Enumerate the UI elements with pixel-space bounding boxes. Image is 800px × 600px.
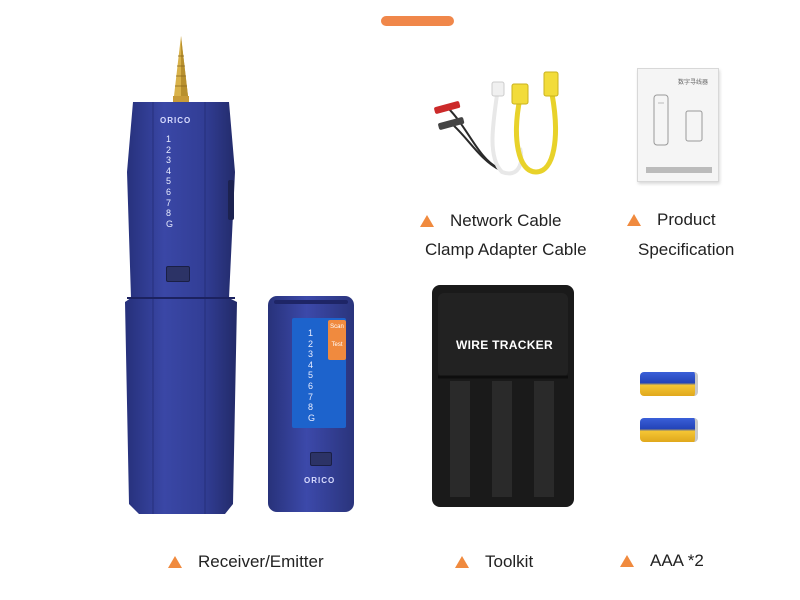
battery-2: [640, 418, 698, 442]
probe-tip-icon: [173, 36, 189, 108]
emitter-top-edge: [274, 300, 348, 304]
emitter-brand-logo: ORICO: [304, 476, 336, 485]
clamp-and-network-cables: [434, 71, 559, 176]
product-manual: 数字寻线器: [637, 68, 719, 182]
label-batteries: AAA *2: [620, 551, 704, 571]
manual-title-text: 数字寻线器: [678, 80, 709, 86]
label-toolkit: Toolkit: [455, 552, 533, 572]
manual-diagram-icon: [653, 94, 703, 146]
receiver-brand-logo: ORICO: [160, 116, 192, 125]
toolkit-bag: [432, 285, 574, 507]
label-product: Product: [627, 210, 716, 230]
label-receiver-emitter: Receiver/Emitter: [168, 552, 324, 572]
toolkit-bag-text: WIRE TRACKER: [456, 338, 553, 352]
battery-1: [640, 372, 698, 396]
orange-triangle-icon: [455, 556, 469, 568]
orange-triangle-icon: [168, 556, 182, 568]
label-clamp-adapter-cable: Clamp Adapter Cable: [425, 240, 587, 259]
orange-triangle-icon: [627, 214, 641, 226]
orange-triangle-icon: [620, 555, 634, 567]
receiver-button: [166, 266, 190, 282]
orange-triangle-icon: [420, 215, 434, 227]
label-network-cable: Network Cable: [420, 211, 562, 231]
top-accent-bar: [381, 16, 454, 26]
receiver-body-shape: [125, 102, 237, 514]
receiver-side-wheel: [228, 180, 234, 220]
emitter-button: [310, 452, 332, 466]
emitter-mode-tags: Scan Test: [328, 320, 346, 360]
manual-footer-bar: [646, 167, 712, 173]
label-specification: Specification: [638, 240, 735, 259]
